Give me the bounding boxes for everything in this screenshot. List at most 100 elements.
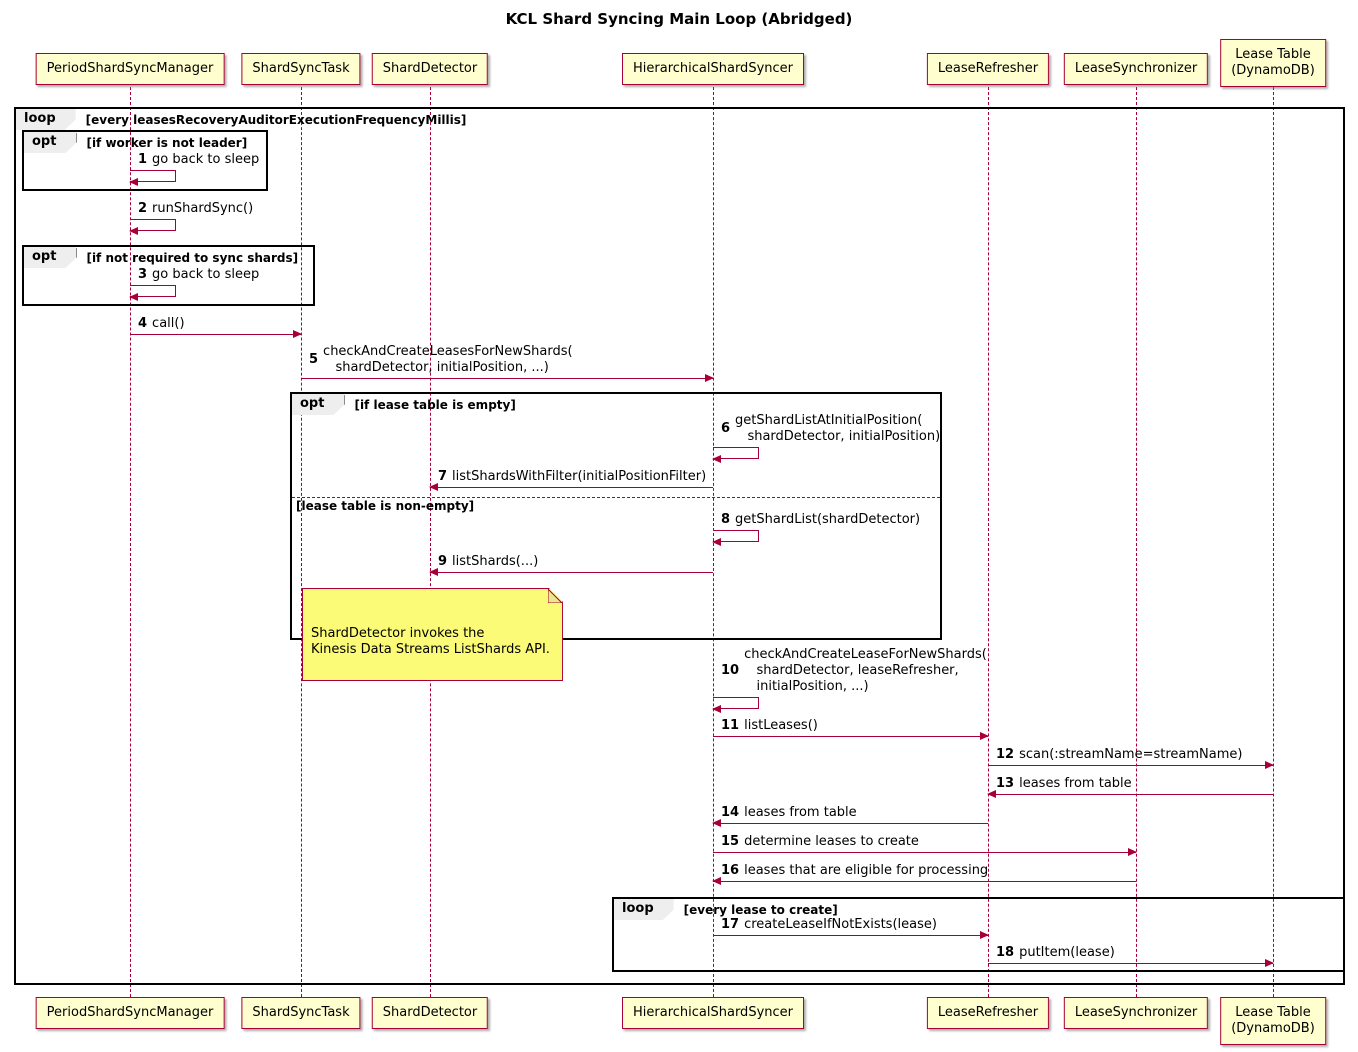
participant-bottom-leasetable: Lease Table (DynamoDB) — [1220, 997, 1326, 1045]
message-number: 12 — [996, 747, 1015, 762]
message-text: call() — [152, 316, 185, 331]
message-label: 1 go back to sleep — [130, 152, 259, 168]
message-text: listLeases() — [744, 718, 818, 733]
message-12-arrow — [988, 761, 1274, 769]
message-4: 4 call() — [130, 316, 302, 338]
frame-condition: [if worker is not leader] — [86, 136, 248, 150]
frame-keyword: loop — [614, 899, 674, 920]
lifeline-periodshardsyncmanager — [130, 87, 131, 997]
else-divider — [292, 497, 940, 498]
participant-top-leasetable: Lease Table (DynamoDB) — [1220, 39, 1326, 87]
message-text: leases from table — [1019, 776, 1132, 791]
message-text: createLeaseIfNotExists(lease) — [744, 917, 937, 932]
frame-condition: [if not required to sync shards] — [86, 251, 299, 265]
participant-bottom-leasesynchronizer: LeaseSynchronizer — [1063, 997, 1209, 1029]
message-10-arrow — [712, 697, 759, 713]
note-fold-icon — [548, 589, 562, 603]
message-label: 9 listShards(...) — [430, 554, 538, 570]
message-6-arrow — [712, 447, 759, 463]
participant-top-leaserefresher: LeaseRefresher — [926, 53, 1050, 85]
frame-opt-shards-header: opt [if not required to sync shards] — [24, 247, 313, 268]
message-number: 2 — [138, 201, 148, 216]
message-text: determine leases to create — [744, 834, 919, 849]
message-text: leases that are eligible for processing — [744, 863, 989, 878]
message-text: getShardList(shardDetector) — [735, 512, 921, 527]
message-text: go back to sleep — [152, 267, 260, 282]
message-text: runShardSync() — [152, 201, 254, 216]
message-label: 11 listLeases() — [713, 718, 818, 734]
message-label: 4 call() — [130, 316, 185, 332]
message-15: 15 determine leases to create — [713, 834, 1137, 856]
message-label: 12 scan(:streamName=streamName) — [988, 747, 1242, 763]
participant-top-leasesynchronizer: LeaseSynchronizer — [1063, 53, 1209, 85]
message-9: 9 listShards(...) — [429, 554, 713, 576]
message-label: 15 determine leases to create — [713, 834, 919, 850]
message-label: 14 leases from table — [713, 805, 857, 821]
message-text: leases from table — [744, 805, 857, 820]
message-11: 11 listLeases() — [713, 718, 989, 740]
frame-inner-loop: loop [every lease to create] — [612, 897, 1345, 972]
message-label: 18 putItem(lease) — [988, 945, 1115, 961]
message-text: scan(:streamName=streamName) — [1019, 747, 1243, 762]
participant-top-hierarchicalshardsyncer: HierarchicalShardSyncer — [622, 53, 804, 85]
message-17: 17 createLeaseIfNotExists(lease) — [713, 917, 989, 939]
message-15-arrow — [713, 848, 1137, 856]
message-number: 15 — [721, 834, 740, 849]
frame-condition: [every lease to create] — [683, 903, 838, 917]
message-14: 14 leases from table — [712, 805, 988, 827]
lifeline-leaserefresher — [988, 87, 989, 997]
participant-top-sharddetector: ShardDetector — [371, 53, 489, 85]
frame-condition: [every leasesRecoveryAuditorExecutionFre… — [85, 113, 467, 127]
message-11-arrow — [713, 732, 989, 740]
frame-keyword: opt — [24, 247, 76, 268]
message-12: 12 scan(:streamName=streamName) — [988, 747, 1274, 769]
message-2-arrow — [129, 219, 176, 235]
frame-opt-lease-table-header: opt [if lease table is empty] — [292, 394, 940, 415]
lifeline-sharddetector — [430, 87, 431, 997]
message-14-arrow — [712, 819, 988, 827]
message-number: 11 — [721, 718, 740, 733]
message-number: 4 — [138, 316, 148, 331]
participant-bottom-hierarchicalshardsyncer: HierarchicalShardSyncer — [622, 997, 804, 1029]
frame-opt-worker: opt [if worker is not leader] — [22, 130, 268, 191]
message-number: 5 — [309, 352, 319, 367]
frame-keyword: opt — [292, 394, 344, 415]
frame-inner-loop-header: loop [every lease to create] — [614, 899, 1343, 920]
message-text: listShards(...) — [452, 554, 539, 569]
participant-bottom-leaserefresher: LeaseRefresher — [926, 997, 1050, 1029]
message-label: 17 createLeaseIfNotExists(lease) — [713, 917, 937, 933]
participant-top-shardsynctask: ShardSyncTask — [241, 53, 361, 85]
message-5-arrow — [301, 374, 714, 382]
message-1-arrow — [129, 170, 176, 186]
frame-condition: [if lease table is empty] — [354, 398, 516, 412]
message-number: 9 — [438, 554, 448, 569]
message-number: 1 — [138, 152, 148, 167]
participant-bottom-shardsynctask: ShardSyncTask — [241, 997, 361, 1029]
message-number: 14 — [721, 805, 740, 820]
lifeline-shardsynctask — [301, 87, 302, 997]
message-9-arrow — [429, 568, 713, 576]
message-text: go back to sleep — [152, 152, 260, 167]
message-number: 17 — [721, 917, 740, 932]
message-number: 6 — [721, 421, 731, 436]
diagram-title: KCL Shard Syncing Main Loop (Abridged) — [505, 10, 853, 28]
message-number: 18 — [996, 945, 1015, 960]
message-text: putItem(lease) — [1019, 945, 1115, 960]
message-18-arrow — [988, 959, 1274, 967]
message-13-arrow — [987, 790, 1273, 798]
message-number: 13 — [996, 776, 1015, 791]
lifeline-leasetable — [1273, 87, 1274, 997]
message-2: 2 runShardSync() — [129, 201, 254, 235]
participant-bottom-sharddetector: ShardDetector — [371, 997, 489, 1029]
